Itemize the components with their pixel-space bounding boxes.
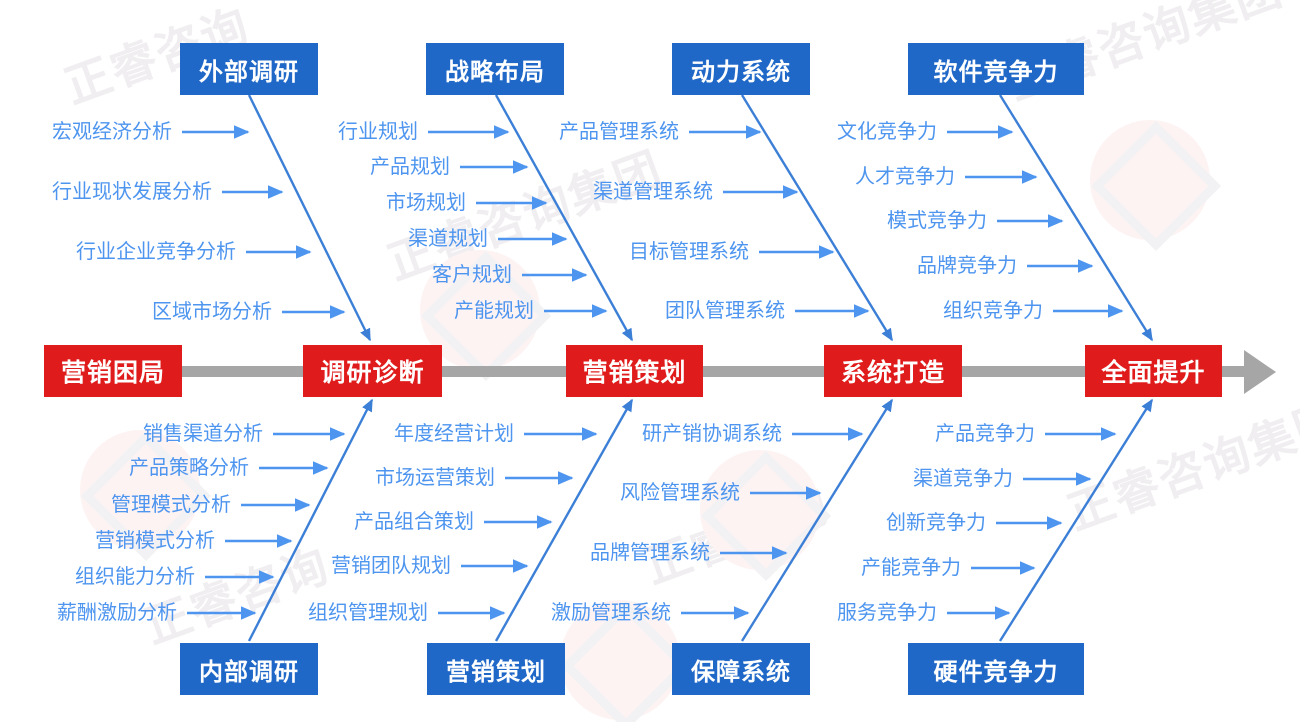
category-box-bot-4[interactable]: 硬件竞争力 (908, 643, 1084, 695)
cause-label: 产品竞争力 (935, 423, 1035, 445)
cause-label: 销售渠道分析 (143, 423, 263, 445)
cause-label: 渠道规划 (408, 228, 488, 250)
watermark-diamond (1090, 120, 1222, 252)
cause-label: 人才竞争力 (855, 166, 955, 188)
cause-label: 产能规划 (454, 300, 534, 322)
cause-label: 团队管理系统 (665, 300, 785, 322)
cause-label: 客户规划 (432, 264, 512, 286)
cause-label: 产品策略分析 (129, 457, 249, 479)
cause-label: 产品管理系统 (559, 121, 679, 143)
cause-label: 产能竞争力 (861, 557, 961, 579)
cause-label: 管理模式分析 (111, 494, 231, 516)
spine-segment-tail (1222, 366, 1248, 377)
cause-label: 研产销协调系统 (642, 423, 782, 445)
spine-segment (182, 366, 303, 377)
spine-node-5[interactable]: 全面提升 (1085, 345, 1222, 397)
cause-label: 薪酬激励分析 (57, 602, 177, 624)
cause-label: 激励管理系统 (551, 602, 671, 624)
spine-node-4[interactable]: 系统打造 (824, 345, 962, 397)
category-box-bot-1[interactable]: 内部调研 (180, 643, 318, 695)
category-box-top-1[interactable]: 外部调研 (180, 43, 318, 95)
cause-label: 年度经营计划 (394, 423, 514, 445)
cause-label: 组织管理规划 (308, 602, 428, 624)
cause-label: 营销模式分析 (95, 530, 215, 552)
category-box-top-2[interactable]: 战略布局 (426, 43, 564, 95)
spine-node-1[interactable]: 营销困局 (44, 345, 182, 397)
cause-label: 区域市场分析 (152, 301, 272, 323)
cause-label: 模式竞争力 (887, 210, 987, 232)
cause-label: 品牌竞争力 (917, 255, 1017, 277)
cause-label: 渠道竞争力 (913, 468, 1013, 490)
cause-label: 目标管理系统 (629, 241, 749, 263)
cause-label: 组织竞争力 (943, 300, 1043, 322)
category-box-bot-3[interactable]: 保障系统 (672, 643, 810, 695)
spine-node-2[interactable]: 调研诊断 (303, 345, 442, 397)
spine-segment (962, 366, 1085, 377)
category-box-top-3[interactable]: 动力系统 (672, 43, 810, 95)
cause-label: 产品规划 (370, 156, 450, 178)
cause-label: 渠道管理系统 (593, 181, 713, 203)
cause-label: 宏观经济分析 (52, 121, 172, 143)
cause-label: 营销团队规划 (331, 555, 451, 577)
category-box-top-4[interactable]: 软件竞争力 (908, 43, 1084, 95)
cause-label: 文化竞争力 (837, 121, 937, 143)
cause-label: 行业企业竞争分析 (76, 241, 236, 263)
spine-segment (442, 366, 566, 377)
watermark-diamond (700, 450, 832, 582)
cause-label: 市场规划 (386, 192, 466, 214)
watermark-text: 正睿咨询集团 (1060, 392, 1300, 540)
cause-label: 产品组合策划 (354, 511, 474, 533)
cause-label: 创新竞争力 (886, 512, 986, 534)
cause-label: 市场运营策划 (375, 467, 495, 489)
cause-label: 行业现状发展分析 (52, 181, 212, 203)
cause-label: 品牌管理系统 (590, 542, 710, 564)
cause-label: 组织能力分析 (75, 566, 195, 588)
watermark-ring (1090, 120, 1210, 240)
watermark-ring (700, 450, 820, 570)
cause-label: 服务竞争力 (837, 602, 937, 624)
spine-node-3[interactable]: 营销策划 (566, 345, 703, 397)
cause-label: 风险管理系统 (620, 482, 740, 504)
spine-arrow-head-icon (1244, 350, 1276, 394)
category-box-bot-2[interactable]: 营销策划 (427, 643, 565, 695)
cause-label: 行业规划 (338, 121, 418, 143)
spine-segment (703, 366, 824, 377)
